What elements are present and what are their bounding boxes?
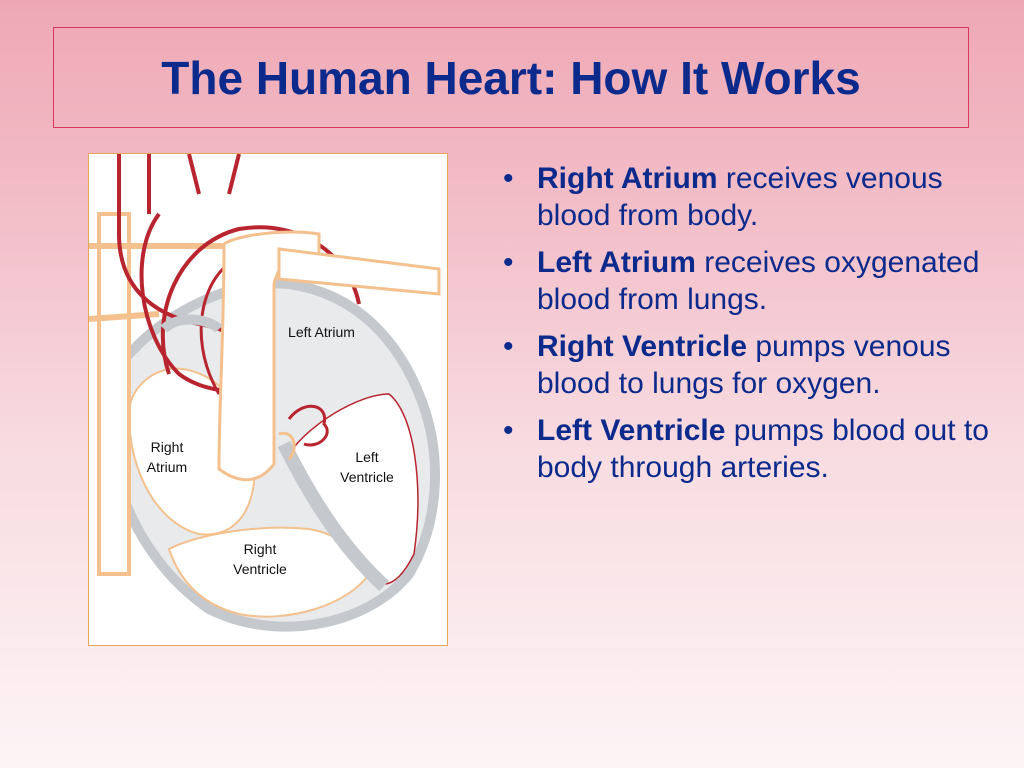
bullet-item: • Right Atrium receives venous blood fro… bbox=[495, 160, 995, 234]
valve-orange bbox=[278, 431, 296, 461]
aorta-right-branch bbox=[277, 247, 441, 296]
bullet-dot-icon: • bbox=[503, 330, 514, 363]
bullet-dot-icon: • bbox=[503, 246, 514, 279]
bullet-dot-icon: • bbox=[503, 414, 514, 447]
aorta-branch-3 bbox=[227, 154, 241, 195]
aorta-branch-2 bbox=[187, 154, 201, 195]
bullet-dot-icon: • bbox=[503, 162, 514, 195]
valve-red bbox=[287, 404, 329, 447]
label-right-ventricle: Right Ventricle bbox=[233, 541, 287, 577]
label-left-atrium: Left Atrium bbox=[288, 324, 355, 340]
right-atrium-wall bbox=[160, 314, 223, 333]
bullet-item: • Right Ventricle pumps venous blood to … bbox=[495, 328, 995, 402]
heart-illustration bbox=[89, 154, 441, 632]
bullet-term: Right Ventricle bbox=[537, 330, 748, 363]
septum bbox=[277, 440, 389, 592]
label-left-ventricle: Left Ventricle bbox=[340, 449, 394, 485]
heart-diagram: Left Atrium Right Atrium Left Ventricle … bbox=[88, 153, 448, 646]
bullet-item: • Left Atrium receives oxygenated blood … bbox=[495, 244, 995, 318]
vena-cava bbox=[97, 212, 131, 576]
bullet-term: Left Ventricle bbox=[537, 414, 726, 447]
aorta-trunk bbox=[217, 230, 321, 482]
bullet-text: receives venous blood from body. bbox=[537, 162, 943, 232]
bullet-text: pumps blood out to body through arteries… bbox=[537, 414, 989, 484]
title-box: The Human Heart: How It Works bbox=[53, 27, 969, 128]
bullet-item: • Left Ventricle pumps blood out to body… bbox=[495, 412, 995, 486]
bullet-term: Right Atrium bbox=[537, 162, 718, 195]
bullet-text: pumps venous blood to lungs for oxygen. bbox=[537, 330, 951, 400]
slide-title: The Human Heart: How It Works bbox=[161, 51, 861, 104]
bullet-text: receives oxygenated blood from lungs. bbox=[537, 246, 980, 316]
bullet-list: • Right Atrium receives venous blood fro… bbox=[495, 160, 995, 496]
label-right-atrium: Right Atrium bbox=[146, 439, 188, 475]
bullet-term: Left Atrium bbox=[537, 246, 696, 279]
